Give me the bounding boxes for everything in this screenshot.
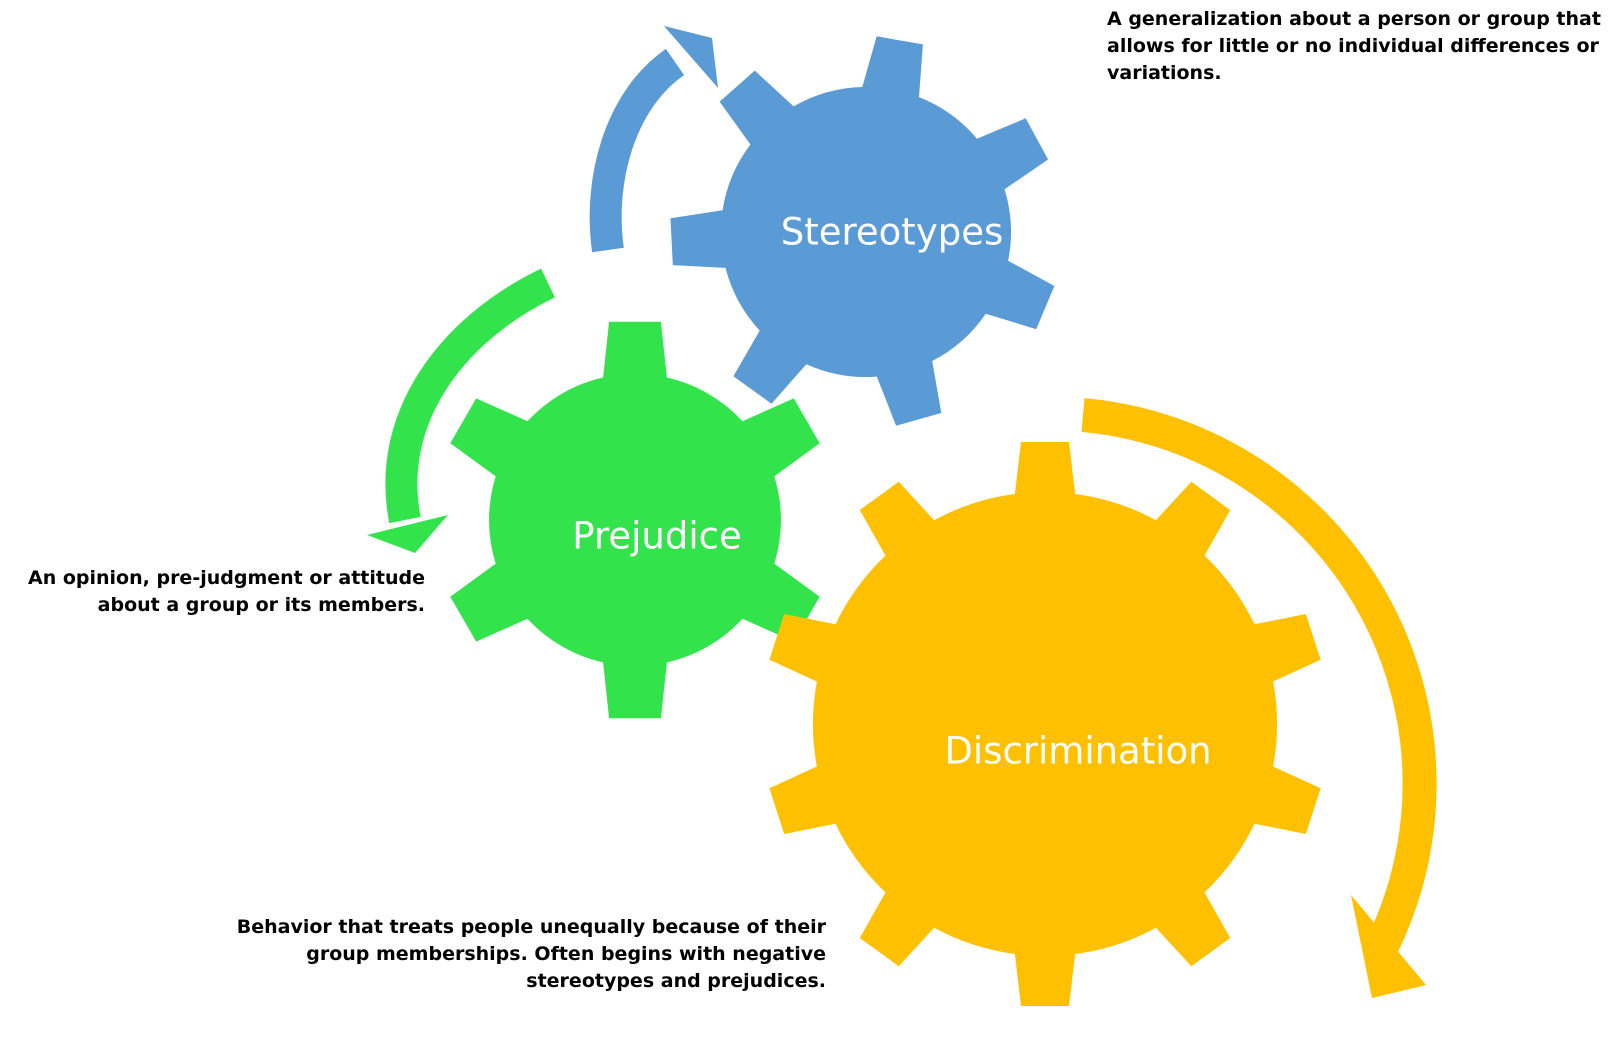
stereotypes-label: Stereotypes bbox=[781, 211, 1004, 254]
prejudice-label: Prejudice bbox=[572, 515, 741, 558]
stereotypes-arrow bbox=[589, 48, 685, 253]
discrimination-gear bbox=[769, 442, 1321, 1006]
prejudice-description: An opinion, pre-judgment or attitude abo… bbox=[28, 567, 425, 616]
stereotypes-arrowhead bbox=[664, 26, 718, 88]
discrimination-label: Discrimination bbox=[944, 730, 1211, 773]
discrimination-arrowhead bbox=[1351, 895, 1426, 998]
discrimination-description: Behavior that treats people unequally be… bbox=[236, 916, 826, 992]
prejudice-arrowhead bbox=[367, 515, 448, 553]
prejudice-gear bbox=[450, 321, 820, 719]
stereotypes-gear-shape bbox=[670, 36, 1055, 426]
discrimination-gear-shape bbox=[769, 442, 1321, 1006]
prejudice-gear-shape bbox=[450, 321, 820, 719]
stereotypes-gear bbox=[670, 36, 1055, 426]
discrimination-arrow bbox=[1081, 398, 1437, 958]
prejudice-arrow bbox=[385, 268, 556, 524]
stereotypes-description: A generalization about a person or group… bbox=[1107, 8, 1601, 84]
